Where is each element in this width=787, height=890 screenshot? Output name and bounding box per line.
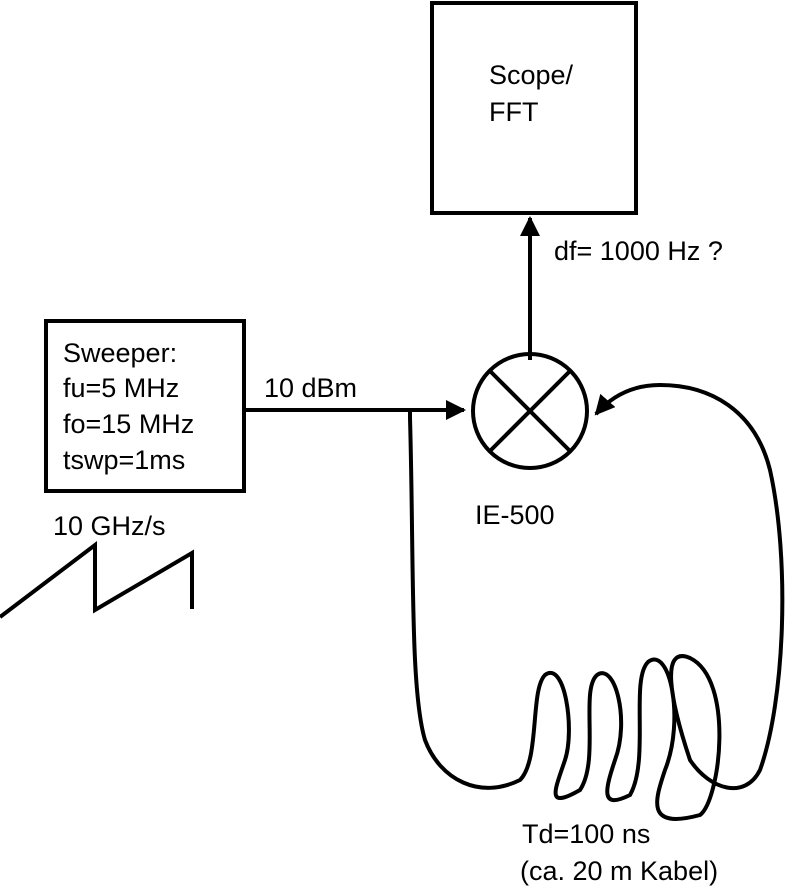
sweeper-tswp: tswp=1ms — [63, 445, 185, 475]
sweeper-block: Sweeper: fu=5 MHz fo=15 MHz tswp=1ms — [44, 319, 246, 493]
delay-cable-line — [408, 382, 785, 821]
delay-label-line1: Td=100 ns — [522, 819, 650, 849]
mixer-label: IE-500 — [475, 500, 555, 530]
sweep-rate-label: 10 GHz/s — [53, 511, 166, 541]
sawtooth-waveform-icon — [0, 540, 194, 619]
sweeper-fo: fo=15 MHz — [63, 409, 194, 439]
mixer-block: IE-500 — [471, 352, 589, 530]
sweeper-title: Sweeper: — [63, 338, 177, 368]
scope-label-line2: FFT — [489, 97, 538, 127]
delay-label-line2: (ca. 20 m Kabel) — [520, 856, 718, 886]
scope-fft-block: Scope/ FFT — [430, 1, 638, 215]
scope-fft-box — [430, 1, 638, 215]
sweeper-fu: fu=5 MHz — [63, 373, 179, 403]
sweeper-box — [44, 319, 246, 493]
mixer-icon — [471, 352, 589, 470]
input-level-label: 10 dBm — [264, 373, 357, 403]
mixer-cross-line-2 — [487, 368, 573, 454]
scope-label-line1: Scope/ — [489, 60, 574, 90]
output-frequency-label: df= 1000 Hz ? — [554, 236, 723, 266]
